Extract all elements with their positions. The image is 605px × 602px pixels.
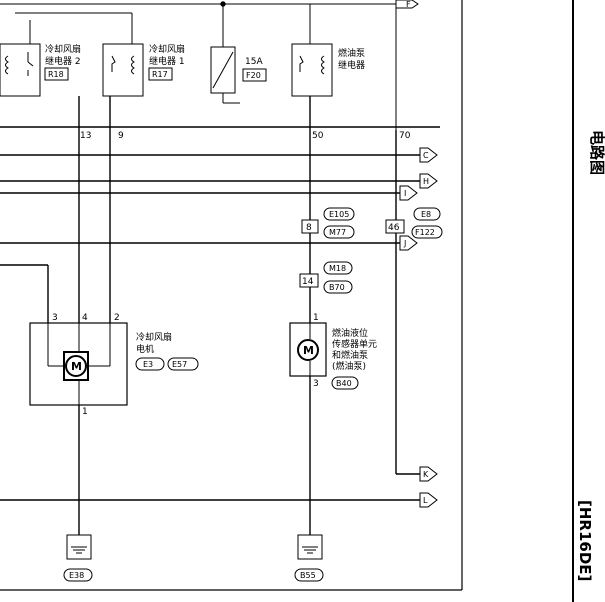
- fan-pin-4: 4: [82, 313, 88, 323]
- svg-text:F122: F122: [415, 228, 435, 237]
- fuse-code: F20: [246, 71, 261, 80]
- svg-text:46: 46: [388, 223, 400, 233]
- fuel-pin-1: 1: [313, 313, 319, 323]
- connector-code-ovals: E105 M77 E8 F122 M18 B70: [323, 207, 443, 294]
- fuse-rating: 15A: [245, 57, 263, 67]
- fuel-pin-3: 3: [313, 379, 319, 389]
- svg-text:K: K: [423, 470, 429, 479]
- connector-46: 46: [385, 219, 405, 234]
- arrow-i: I: [399, 185, 418, 201]
- relay-2-code: R18: [48, 70, 64, 79]
- top-wiring: [0, 1, 397, 130]
- svg-text:8: 8: [306, 223, 312, 233]
- fuel-unit-code: B40: [336, 379, 352, 388]
- ground-e38: E38: [63, 534, 93, 582]
- relay-1-code: R17: [152, 70, 168, 79]
- svg-text:I: I: [404, 189, 406, 198]
- fuel-pump-symbol: M: [303, 344, 314, 357]
- svg-text:F: F: [406, 0, 411, 9]
- wire-pin-9: 9: [118, 131, 124, 141]
- svg-text:E105: E105: [329, 210, 349, 219]
- cooling-fan-motor: M: [29, 322, 128, 406]
- svg-text:L: L: [423, 496, 428, 505]
- fuel-unit-label-1: 燃油液位: [332, 327, 368, 339]
- fan-motor-code-1: E3: [143, 360, 153, 369]
- fan-motor-code-2: E57: [172, 360, 187, 369]
- relay-cooling-fan-1: [102, 43, 144, 97]
- page-frame: [0, 0, 574, 602]
- relay-1-label-2: 继电器 1: [149, 55, 185, 67]
- arrow-k: K: [419, 466, 438, 482]
- fuel-unit-label-3: 和燃油泵: [332, 349, 368, 361]
- svg-text:14: 14: [302, 277, 314, 287]
- relay-1-label-1: 冷却风扇: [149, 43, 185, 55]
- svg-text:E38: E38: [69, 571, 84, 580]
- relay-2-label-2: 继电器 2: [45, 55, 81, 67]
- arrow-h: H: [419, 173, 438, 189]
- svg-text:B55: B55: [300, 571, 316, 580]
- fan-pin-2: 2: [114, 313, 120, 323]
- relay-cooling-fan-2: [0, 43, 41, 97]
- vertical-wires: [0, 96, 420, 535]
- svg-text:M18: M18: [329, 264, 346, 273]
- fan-pin-1: 1: [82, 407, 88, 417]
- wire-pin-13: 13: [80, 131, 91, 141]
- fan-motor-label-1: 冷却风扇: [136, 331, 172, 343]
- bus-lines: [0, 126, 440, 501]
- svg-text:E8: E8: [421, 210, 431, 219]
- fuel-unit-label-2: 传感器单元: [332, 338, 377, 350]
- svg-text:H: H: [423, 177, 429, 186]
- fan-motor-label-2: 电机: [136, 343, 154, 355]
- relay-2-label-1: 冷却风扇: [45, 43, 81, 55]
- svg-text:C: C: [423, 151, 429, 160]
- ground-b55: B55: [294, 534, 324, 582]
- arrow-j: J: [399, 235, 418, 251]
- svg-text:B70: B70: [329, 283, 345, 292]
- fuse-15a: [210, 46, 236, 94]
- svg-text:M77: M77: [329, 228, 346, 237]
- svg-text:J: J: [403, 239, 406, 248]
- fuel-sensor-unit: M: [289, 322, 327, 377]
- arrow-f: F: [395, 0, 419, 9]
- wire-pin-70: 70: [399, 131, 411, 141]
- connector-8: 8: [301, 219, 319, 234]
- wire-pin-50: 50: [312, 131, 324, 141]
- fuel-unit-label-4: (燃油泵): [332, 360, 366, 372]
- fuel-relay-label-1: 燃油泵: [338, 47, 365, 59]
- fuel-relay-label-2: 继电器: [338, 59, 365, 71]
- model-tag: [HR16DE]: [576, 500, 594, 581]
- connector-14: 14: [299, 273, 319, 288]
- side-title: 电路图: [588, 130, 605, 175]
- relay-fuel-pump: [291, 43, 333, 97]
- arrow-c: C: [419, 147, 438, 163]
- fan-pin-3: 3: [52, 313, 58, 323]
- arrow-l: L: [419, 492, 438, 508]
- fan-motor-symbol: M: [71, 360, 82, 373]
